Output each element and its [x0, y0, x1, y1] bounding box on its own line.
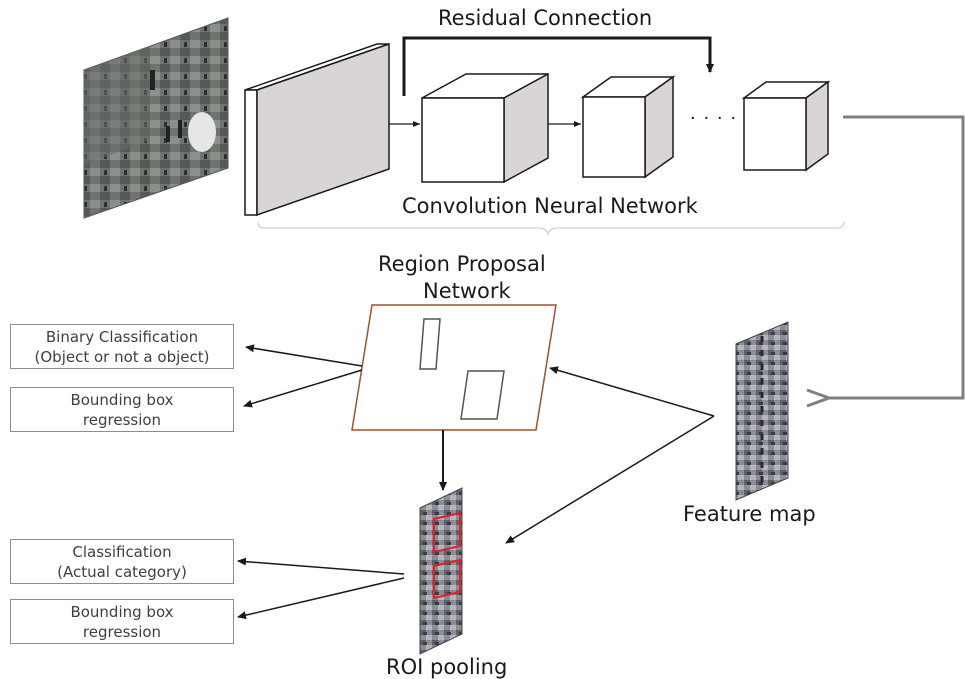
- conv-block-3: [741, 80, 831, 172]
- cnn-label: Convolution Neural Network: [402, 194, 698, 218]
- rpn-classification-line1: Binary Classification: [45, 327, 199, 346]
- rpn-label-line1: Region Proposal: [378, 252, 546, 276]
- roi-highlight-2: [433, 558, 461, 600]
- region-proposal-sheet: [351, 304, 557, 431]
- roi-classification-box: Classification (Actual category): [10, 539, 234, 584]
- roi-classification-line2: (Actual category): [57, 562, 187, 581]
- arrow-rpn-to-classification: [245, 344, 363, 367]
- conv-block-2: [580, 75, 676, 179]
- proposal-box-1: [419, 318, 441, 370]
- proposal-box-2: [460, 370, 505, 420]
- rpn-regression-box: Bounding box regression: [10, 387, 234, 432]
- arrow-featuremap-to-roi: [505, 415, 715, 544]
- rpn-regression-line1: Bounding box: [70, 390, 174, 409]
- roi-pooling-image: [419, 487, 463, 655]
- rpn-classification-line2: (Object or not a object): [34, 347, 210, 366]
- residual-connection-label: Residual Connection: [438, 6, 653, 30]
- feedback-line: [830, 115, 965, 398]
- ellipsis-dots: · · · ·: [690, 108, 738, 129]
- arrow-rpn-to-regression: [243, 369, 363, 408]
- roi-regression-box: Bounding box regression: [10, 599, 234, 644]
- arrow-roi-to-regression: [237, 577, 405, 620]
- roi-pooling-label: ROI pooling: [386, 655, 508, 679]
- roi-regression-line2: regression: [82, 622, 162, 641]
- roi-classification-line1: Classification: [72, 542, 172, 561]
- arrow-featuremap-to-rpn: [549, 366, 715, 417]
- feature-map-label: Feature map: [683, 502, 816, 526]
- rpn-classification-box: Binary Classification (Object or not a o…: [10, 324, 234, 369]
- arrow-roi-to-classification: [237, 557, 405, 575]
- cnn-input-layer: [244, 42, 390, 217]
- conv-block-1: [421, 72, 549, 184]
- cnn-brace: [257, 221, 845, 236]
- rpn-label-line2: Network: [423, 279, 511, 303]
- rpn-regression-line2: regression: [82, 410, 162, 429]
- roi-highlight-1: [433, 511, 461, 554]
- roi-regression-line1: Bounding box: [70, 602, 174, 621]
- residual-connection-arrow: [402, 36, 714, 96]
- input-image: [83, 17, 229, 219]
- feature-map-image: [735, 321, 789, 501]
